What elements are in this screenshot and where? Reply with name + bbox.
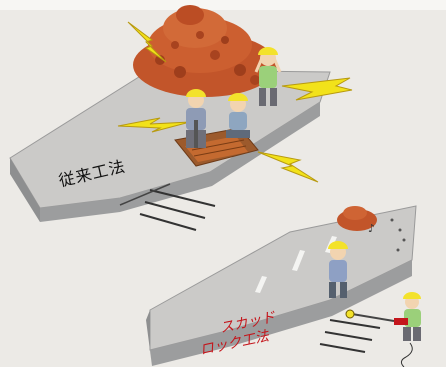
conventional-slab-side [40,102,320,222]
top-strip [0,0,446,10]
lightning-icon [127,21,167,63]
rebar [149,189,216,207]
small-debris-pile [337,206,377,231]
scud-rock-slab-side [150,260,412,366]
rebar [329,319,381,329]
rebar [144,201,206,219]
conventional-slab-end [10,158,40,222]
worker-ears-covered [254,47,282,106]
worker-operator [351,292,421,367]
debris-pile [133,5,277,97]
noise-lightning [117,21,353,183]
rebar [324,331,373,341]
rebar [139,213,197,231]
scud-rock-slab [146,205,417,366]
worker-jackhammer [186,89,206,148]
quiet-mark: ♪ [368,222,375,235]
rebar [319,343,366,353]
lightning-icon [281,77,353,101]
worker-standing [328,241,348,298]
worker-kneeling [226,93,250,138]
drill-head [345,309,355,319]
conventional-slab [9,69,331,231]
lightning-icon [257,151,319,183]
